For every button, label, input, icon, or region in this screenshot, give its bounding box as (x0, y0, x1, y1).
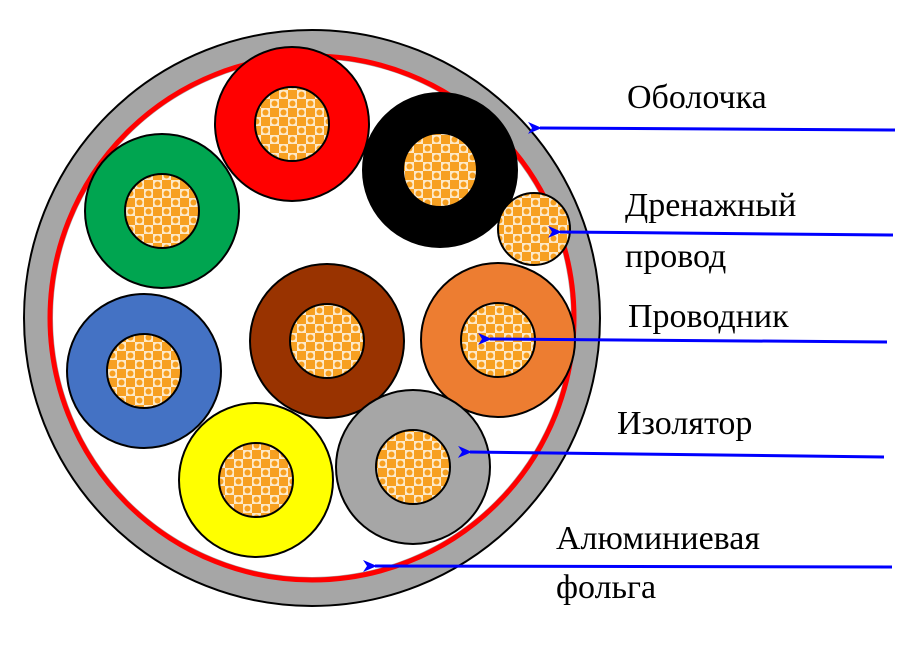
arrow-insulator (457, 445, 885, 459)
arrow-sheath (527, 121, 896, 134)
label-aluminum-foil-line2: фольга (556, 569, 656, 606)
label-insulator: Изолятор (617, 405, 752, 442)
arrow-conductor (477, 332, 888, 345)
wire-yellow (178, 402, 334, 558)
label-drain-wire-line1: Дренажный (625, 187, 796, 224)
label-drain-wire-line2: провод (625, 238, 726, 275)
label-aluminum-foil-line1: Алюминиевая (556, 520, 760, 557)
wire-brown (249, 263, 405, 419)
arrow-drain-wire (547, 225, 894, 238)
label-sheath: Оболочка (627, 79, 767, 116)
label-conductor: Проводник (628, 298, 789, 335)
wire-green (84, 133, 240, 289)
wire-red (214, 46, 370, 202)
arrow-aluminum-foil (362, 559, 893, 572)
drain-wire (497, 192, 571, 266)
wire-gray (335, 389, 491, 545)
wire-black (362, 92, 518, 248)
wire-blue (66, 293, 222, 449)
